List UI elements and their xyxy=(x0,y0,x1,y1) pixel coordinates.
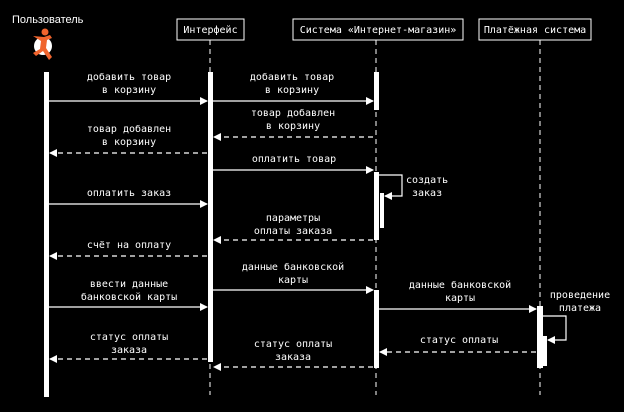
activation-ui xyxy=(208,72,213,362)
activation-shop-2 xyxy=(374,172,379,240)
label-m5: оплатить товар xyxy=(252,154,336,165)
activation-user xyxy=(44,72,49,397)
activation-shop-3 xyxy=(380,193,384,228)
label-m9: счёт на оплату xyxy=(87,240,171,251)
participant-shop-box: Система «Интернет-магазин» xyxy=(292,18,464,41)
arrow-m13 xyxy=(543,315,567,344)
activation-shop-4 xyxy=(374,290,379,368)
activation-pay-2 xyxy=(543,336,547,366)
activation-pay-1 xyxy=(537,306,543,368)
participant-ui-box: Интерфейс xyxy=(176,18,245,41)
label-m14: статус оплаты xyxy=(420,335,498,346)
activation-shop-1 xyxy=(374,72,379,110)
user-actor-icon xyxy=(33,28,52,60)
participant-pay-box: Платёжная система xyxy=(478,18,592,41)
participant-ui: Интерфейс xyxy=(183,24,237,36)
participant-user: Пользователь xyxy=(12,14,84,26)
label-m7: оплатить заказ xyxy=(87,188,171,199)
message-arrows xyxy=(49,97,567,371)
participant-pay: Платёжная система xyxy=(484,25,586,36)
arrow-m6 xyxy=(379,174,403,200)
participant-shop: Система «Интернет-магазин» xyxy=(300,25,457,36)
